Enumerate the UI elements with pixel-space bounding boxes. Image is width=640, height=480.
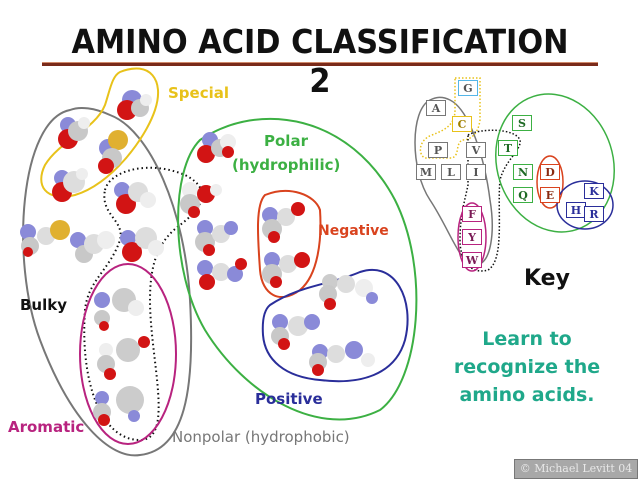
key-positive-outline — [556, 180, 614, 230]
key-letter-f: F — [462, 206, 482, 222]
polar-sublabel: (hydrophilic) — [232, 156, 341, 174]
key-letter-i: I — [466, 164, 486, 180]
special-label: Special — [168, 84, 230, 102]
key-letter-p: P — [428, 142, 448, 158]
key-letter-a: A — [426, 100, 446, 116]
key-bulky-outline — [459, 129, 521, 272]
positive-label: Positive — [255, 390, 323, 408]
polar-label: Polar — [264, 132, 308, 150]
polar-region — [177, 117, 418, 421]
key-special-outline — [419, 77, 481, 159]
learn-note-line-2: recognize the — [453, 356, 601, 378]
aromatic-label: Aromatic — [8, 418, 85, 436]
key-negative-outline — [536, 155, 564, 209]
copyright-credit: © Michael Levitt 04 — [514, 459, 638, 479]
positive-region — [261, 269, 409, 383]
learn-note-line-3: amino acids. — [459, 384, 595, 406]
negative-label: Negative — [318, 223, 389, 239]
key-nonpolar-outline — [414, 96, 493, 266]
page-title: AMINO ACID CLASSIFICATION 2 — [71, 22, 569, 100]
title-underline — [42, 62, 598, 66]
key-letter-n: N — [513, 164, 533, 180]
learn-note-line-1: Learn to — [482, 328, 572, 350]
molecule-models — [20, 90, 378, 426]
key-letter-c: C — [452, 116, 472, 132]
nonpolar-label: Nonpolar (hydrophobic) — [172, 428, 350, 446]
learn-note: Learn to recognize the amino acids. — [452, 325, 602, 409]
key-letter-y: Y — [462, 229, 482, 245]
key-letter-e: E — [540, 187, 560, 203]
key-letter-s: S — [512, 115, 532, 131]
bulky-label: Bulky — [20, 296, 68, 314]
key-letter-v: V — [466, 142, 486, 158]
key-letter-g: G — [458, 80, 478, 96]
key-letter-l: L — [441, 164, 461, 180]
key-polar-outline — [494, 93, 616, 233]
key-letter-k: K — [584, 183, 604, 199]
key-letter-d: D — [540, 164, 560, 180]
key-label: Key — [524, 266, 570, 291]
key-aromatic-outline — [457, 202, 487, 272]
key-letter-q: Q — [513, 187, 533, 203]
key-letter-m: M — [416, 164, 436, 180]
aromatic-region — [79, 263, 177, 445]
key-letter-t: T — [498, 140, 518, 156]
key-letter-r: R — [584, 206, 604, 222]
key-letter-h: H — [566, 202, 586, 218]
key-letter-w: W — [462, 252, 482, 268]
nonpolar-region — [22, 106, 193, 457]
